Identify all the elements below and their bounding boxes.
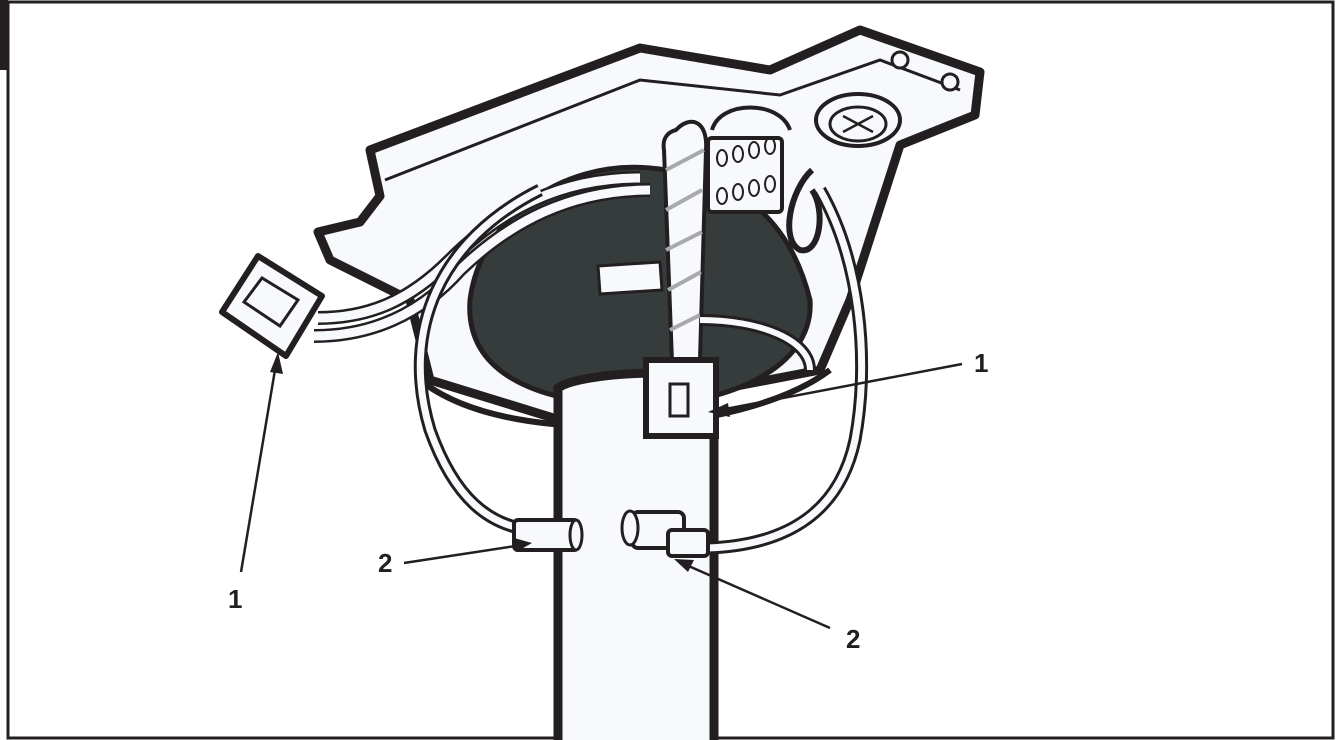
ground-screw: [814, 92, 902, 148]
callout-1-right: 1: [974, 348, 988, 378]
connector-right: [643, 357, 719, 439]
left-harness-wires: [313, 185, 651, 341]
ground-pin-right: [620, 509, 710, 558]
bracket-hole: [890, 50, 910, 70]
leader-line-2-right: [674, 559, 831, 630]
connector-left: [219, 253, 325, 359]
ground-wire-right: [707, 188, 866, 552]
callout-2-left: 2: [378, 548, 392, 578]
leader-line-2-left: [403, 538, 532, 565]
cavity-wire: [699, 317, 813, 371]
callout-1-left: 1: [228, 584, 242, 614]
bracket-inner-ridge: [384, 58, 961, 182]
bracket-hole: [940, 72, 960, 92]
ground-wire-left: [416, 186, 542, 534]
leader-line-1-right: [708, 362, 963, 417]
corner-tab: [0, 0, 8, 70]
wire-wrap-stripes: [665, 148, 705, 332]
inner-tab: [596, 260, 664, 296]
terminal-block: [706, 105, 792, 214]
ground-wire-hook: [786, 167, 823, 254]
leader-line-1-left: [239, 352, 283, 573]
callout-2-right: 2: [846, 624, 860, 654]
